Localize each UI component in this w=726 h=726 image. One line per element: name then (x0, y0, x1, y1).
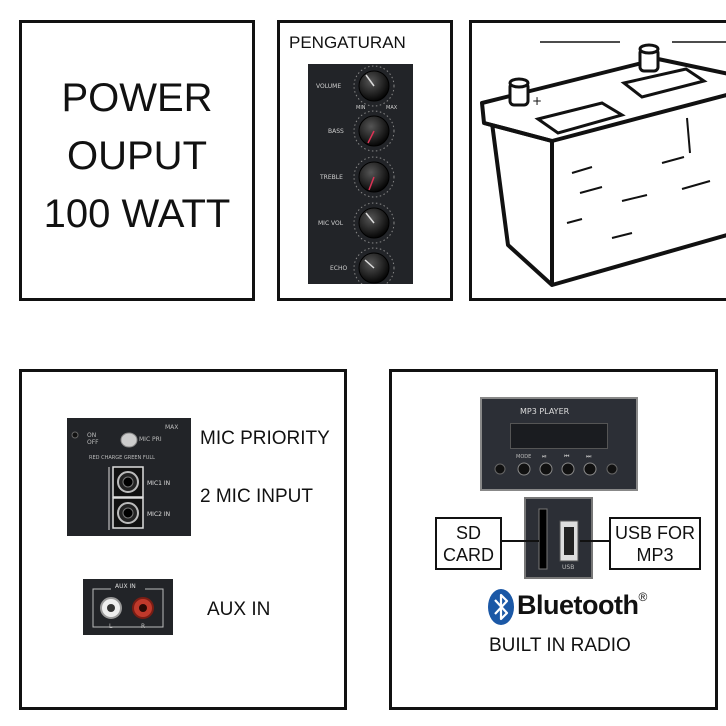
aux-in-label: AUX IN (207, 599, 271, 620)
mic-priority-label: MIC PRIORITY (200, 428, 330, 449)
battery-box: + (469, 20, 726, 301)
bluetooth-icon (488, 589, 514, 625)
mp3-player-label: MP3 PLAYER (520, 407, 570, 416)
aux-panel-r: R (141, 623, 146, 630)
sd-slot-icon (538, 508, 548, 570)
knob-panel-graphic (353, 65, 395, 284)
usb-label-line-2: MP3 (636, 545, 674, 565)
knob-label-volume: VOLUME (316, 83, 342, 90)
knob-echo-icon[interactable] (353, 247, 395, 284)
power-line-3: 100 WATT (43, 192, 231, 236)
registered-mark: ® (638, 590, 647, 604)
mic-panel-mic1: MIC1 IN (147, 480, 171, 487)
mic-panel: ON OFF MIC PRI MAX RED CHARGE GREEN FULL… (67, 418, 191, 536)
mic-priority-switch-icon (120, 432, 138, 448)
next-button-label[interactable]: ⏭ (586, 453, 592, 460)
bluetooth-word: Bluetooth (517, 590, 639, 620)
battery-icon: + (480, 41, 726, 287)
settings-box: PENGATURAN (277, 20, 453, 301)
built-in-radio-label: BUILT IN RADIO (489, 635, 631, 656)
mic-panel-on-off: ON OFF (87, 432, 99, 446)
mic-panel-mic-pri: MIC PRI (139, 436, 162, 443)
power-line-2: OUPUT (67, 134, 207, 178)
mic-panel-charge: RED CHARGE GREEN FULL (89, 455, 155, 461)
mp3-display (510, 423, 608, 449)
power-output-text: POWER OUPUT 100 WATT (22, 69, 252, 243)
usb-text: USB (562, 564, 575, 571)
sd-label-line-2: CARD (442, 545, 494, 565)
svg-text:+: + (532, 94, 542, 108)
knob-label-bass: BASS (328, 128, 344, 135)
mp3-buttons-graphic (494, 462, 618, 476)
max-label: MAX (386, 105, 398, 111)
knob-label-treble: TREBLE (320, 174, 343, 181)
sd-card-label: SD CARD (435, 517, 502, 570)
usb-sd-graphic (538, 508, 579, 570)
usb-for-mp3-label: USB FOR MP3 (609, 517, 701, 570)
bluetooth-text: Bluetooth® (517, 590, 647, 621)
aux-panel: AUX IN L R (83, 579, 173, 635)
play-pause-button-icon (539, 462, 553, 476)
usb-label-line-1: USB FOR (614, 523, 695, 543)
aux-panel-graphic (92, 583, 164, 628)
knob-label-mic-vol: MIC VOL (318, 220, 344, 227)
mode-button-label[interactable]: MODE (516, 454, 532, 460)
knob-volume-icon[interactable] (353, 65, 395, 107)
mic-panel-max: MAX (165, 424, 179, 431)
mic-panel-mic2: MIC2 IN (147, 511, 171, 518)
prev-button-icon (561, 462, 575, 476)
settings-title: PENGATURAN (289, 33, 406, 52)
next-button-icon (583, 462, 597, 476)
knob-mic-vol-icon[interactable] (353, 202, 395, 244)
aux-panel-label: AUX IN (115, 583, 136, 590)
knob-bass-icon[interactable] (353, 110, 395, 152)
mp3-player-panel: MP3 PLAYER MODE ⏯ ⏮ ⏭ (480, 397, 638, 491)
knob-label-echo: ECHO (330, 265, 348, 272)
mode-button-icon (517, 462, 531, 476)
mic-input-label: 2 MIC INPUT (200, 486, 313, 507)
knob-treble-icon[interactable] (353, 156, 395, 198)
min-label: MIN (356, 105, 366, 111)
mp3-box: MP3 PLAYER MODE ⏯ ⏮ ⏭ USB SD CARD USB FO… (389, 369, 718, 710)
mic-box: ON OFF MIC PRI MAX RED CHARGE GREEN FULL… (19, 369, 347, 710)
sd-label-line-1: SD (455, 523, 481, 543)
aux-panel-l: L (109, 623, 113, 630)
mic-panel-graphic (71, 431, 144, 530)
usb-sd-panel: USB (524, 497, 593, 579)
power-output-box: POWER OUPUT 100 WATT (19, 20, 255, 301)
prev-button-label[interactable]: ⏮ (564, 453, 570, 460)
knob-panel: VOLUME BASS TREBLE MIC VOL ECHO MIN MAX (308, 64, 413, 284)
power-line-1: POWER (61, 76, 213, 120)
play-pause-button-label[interactable]: ⏯ (542, 453, 547, 460)
